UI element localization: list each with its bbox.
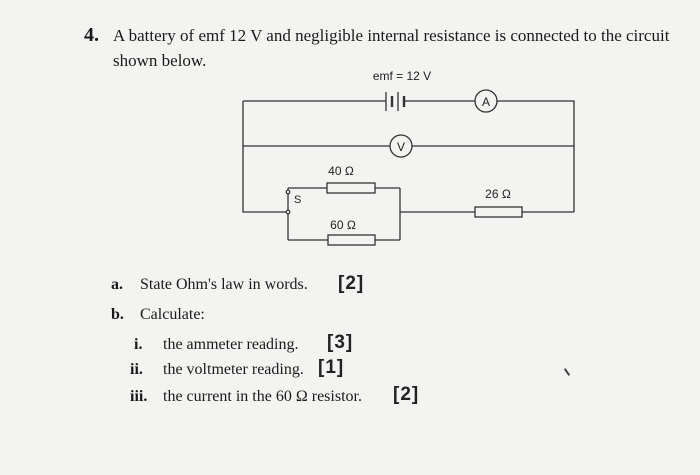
part-b-ii-mark: [1]: [318, 357, 345, 378]
part-b-ii-label: ii.: [130, 361, 143, 378]
switch-label: S: [294, 194, 301, 206]
question-text: A battery of emf 12 V and negligible int…: [113, 26, 670, 70]
resistor-60-label: 60 Ω: [330, 218, 356, 232]
resistor-26-label: 26 Ω: [485, 187, 511, 201]
part-b-iii-text: the current in the 60 Ω resistor.: [163, 388, 362, 405]
resistor-40-label: 40 Ω: [328, 164, 354, 178]
part-b-i-mark: [3]: [327, 332, 354, 353]
part-b-ii-text: the voltmeter reading.: [163, 361, 304, 378]
battery-icon: [382, 92, 414, 111]
part-a-label: a.: [111, 276, 123, 293]
question-number: 4.: [84, 24, 99, 46]
switch-icon: [285, 189, 291, 215]
part-b-label: b.: [111, 306, 124, 323]
part-a-mark: [2]: [338, 273, 365, 294]
wire-left: [242, 101, 288, 213]
voltmeter-label: V: [397, 140, 405, 154]
part-b-iii-mark: [2]: [393, 384, 420, 405]
wire-top-far: [497, 100, 575, 212]
ammeter-label: A: [482, 95, 490, 109]
emf-label: emf = 12 V: [373, 69, 431, 83]
part-b-i-label: i.: [134, 336, 143, 353]
resistor-26: [474, 206, 523, 218]
resistor-60: [327, 234, 376, 246]
part-b-iii-label: iii.: [130, 388, 148, 405]
part-b-i-text: the ammeter reading.: [163, 336, 299, 353]
voltmeter-icon: [389, 134, 413, 158]
part-a-text: State Ohm's law in words.: [140, 276, 308, 293]
ammeter-icon: [474, 89, 498, 113]
part-b-text: Calculate:: [140, 306, 205, 323]
resistor-40: [326, 182, 376, 194]
